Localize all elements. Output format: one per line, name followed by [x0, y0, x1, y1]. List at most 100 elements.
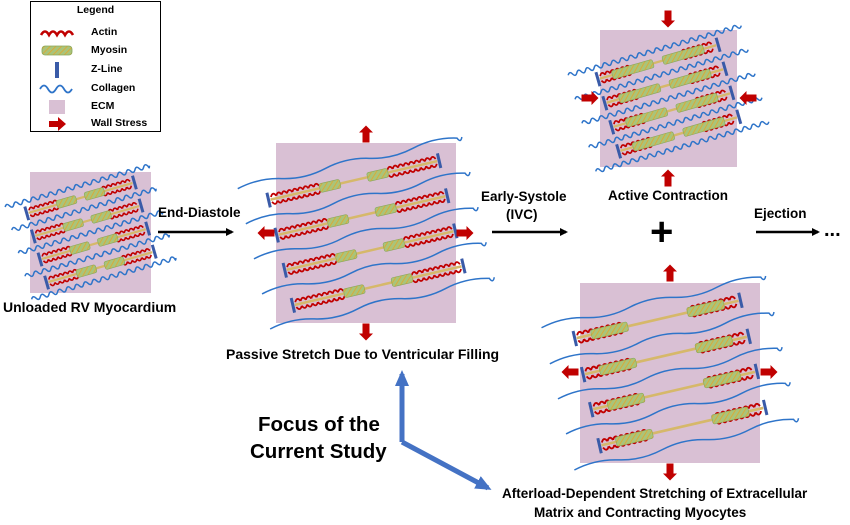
- myosin-filament: [55, 195, 78, 209]
- actin-bottom-left: [602, 436, 649, 451]
- myocyte: [281, 223, 459, 278]
- panel-contents: [4, 164, 177, 301]
- z-line: [571, 330, 579, 347]
- z-line: [144, 221, 152, 236]
- actin-top-left: [599, 64, 631, 77]
- thin-filament: [28, 181, 133, 214]
- actin-bottom-right: [115, 231, 146, 243]
- myocyte: [23, 175, 138, 221]
- myocyte: [596, 399, 769, 454]
- myosin-filament: [615, 428, 654, 447]
- z-line: [714, 37, 722, 53]
- myocyte: [601, 61, 729, 111]
- myocyte-group: [23, 175, 138, 221]
- z-line: [29, 229, 37, 244]
- collagen-fiber: [30, 256, 177, 301]
- z-line: [737, 292, 744, 309]
- collagen-group: [237, 136, 463, 190]
- z-line: [273, 227, 280, 243]
- z-line: [608, 119, 616, 135]
- collagen-fiber: [574, 418, 800, 471]
- actin-bottom-right: [108, 208, 139, 220]
- z-line: [601, 95, 609, 111]
- myocyte: [594, 37, 722, 87]
- actin-bottom-left: [287, 260, 338, 275]
- collagen-fiber: [567, 24, 742, 77]
- wall-stress-arrow-right: [581, 91, 599, 105]
- z-line: [36, 252, 44, 267]
- actin-bottom-right: [695, 96, 728, 109]
- wall-stress-arrow-down: [661, 10, 675, 28]
- actin-top-left: [34, 222, 65, 234]
- actin-top-left: [613, 112, 645, 125]
- actin-bottom-left: [585, 365, 633, 380]
- myocyte-group: [571, 292, 744, 347]
- actin-bottom-right: [715, 410, 763, 425]
- label-early-systole: Early-Systole: [481, 189, 567, 204]
- actin-top-left: [584, 357, 632, 372]
- myocyte: [571, 292, 744, 347]
- legend-item-actin: Actin: [31, 24, 160, 42]
- actin-bottom-left: [621, 143, 654, 156]
- myosin-filament: [62, 218, 84, 232]
- myosin-filament: [675, 93, 719, 113]
- label-unloaded: Unloaded RV Myocardium: [3, 299, 177, 315]
- z-line: [289, 297, 297, 313]
- myocyte: [43, 244, 158, 290]
- z-line: [265, 192, 272, 208]
- z-line: [594, 71, 602, 87]
- collagen-fiber: [11, 187, 157, 231]
- plus-sign: +: [650, 210, 674, 254]
- z-line: [735, 109, 743, 125]
- actin-top-left: [294, 288, 345, 303]
- collagen-fiber: [557, 346, 783, 400]
- legend-label-collagen: Collagen: [91, 82, 136, 94]
- actin-bottom-right: [682, 48, 714, 60]
- z-line: [435, 153, 443, 169]
- myosin-icon: [41, 45, 73, 56]
- label-ivc: (IVC): [506, 207, 538, 222]
- collagen-group: [24, 233, 171, 278]
- ecm-icon: [49, 100, 65, 114]
- collagen-group: [595, 120, 770, 173]
- actin-top-left: [606, 88, 638, 101]
- myosin-filament: [97, 233, 119, 247]
- myosin-filament: [374, 203, 397, 217]
- myosin-filament: [694, 335, 734, 354]
- ellipsis: ...: [824, 219, 841, 241]
- wall-stress-arrow-down: [359, 323, 373, 341]
- z-line: [588, 401, 595, 418]
- collagen-group: [17, 210, 164, 255]
- panel-contents: [567, 24, 770, 173]
- legend-label-ecm: ECM: [91, 100, 115, 112]
- actin-bottom-left: [607, 95, 640, 108]
- actin-bottom-left: [279, 225, 330, 240]
- actin-top-right: [113, 225, 144, 236]
- panel-active-contraction: [567, 10, 770, 187]
- label-afterload-line-1: Afterload-Dependent Stretching of Extrac…: [502, 486, 808, 501]
- z-line: [615, 143, 623, 159]
- collagen-fiber: [565, 382, 791, 435]
- z-line: [281, 262, 288, 278]
- actin-bottom-left: [42, 252, 73, 264]
- thin-filament: [34, 204, 140, 237]
- legend-label-wall-stress: Wall Stress: [91, 117, 148, 129]
- myocyte-group: [588, 363, 761, 418]
- myocyte: [615, 109, 743, 159]
- wall-stress-arrow-up: [359, 125, 373, 143]
- myocyte-group: [273, 188, 451, 243]
- collagen-fiber: [581, 72, 756, 125]
- z-line: [761, 399, 769, 416]
- myosin-filament: [702, 370, 742, 389]
- collagen-group: [4, 164, 151, 208]
- legend-label-myosin: Myosin: [91, 44, 128, 56]
- collagen-fiber: [17, 210, 164, 255]
- myosin-filament: [682, 117, 726, 137]
- collagen-icon: [39, 84, 73, 94]
- collagen-group: [11, 187, 157, 231]
- actin-top-left: [28, 199, 59, 211]
- myosin-filament: [711, 406, 750, 425]
- myosin-filament: [390, 273, 414, 287]
- myosin-filament: [632, 131, 675, 152]
- actin-top-right: [107, 201, 138, 213]
